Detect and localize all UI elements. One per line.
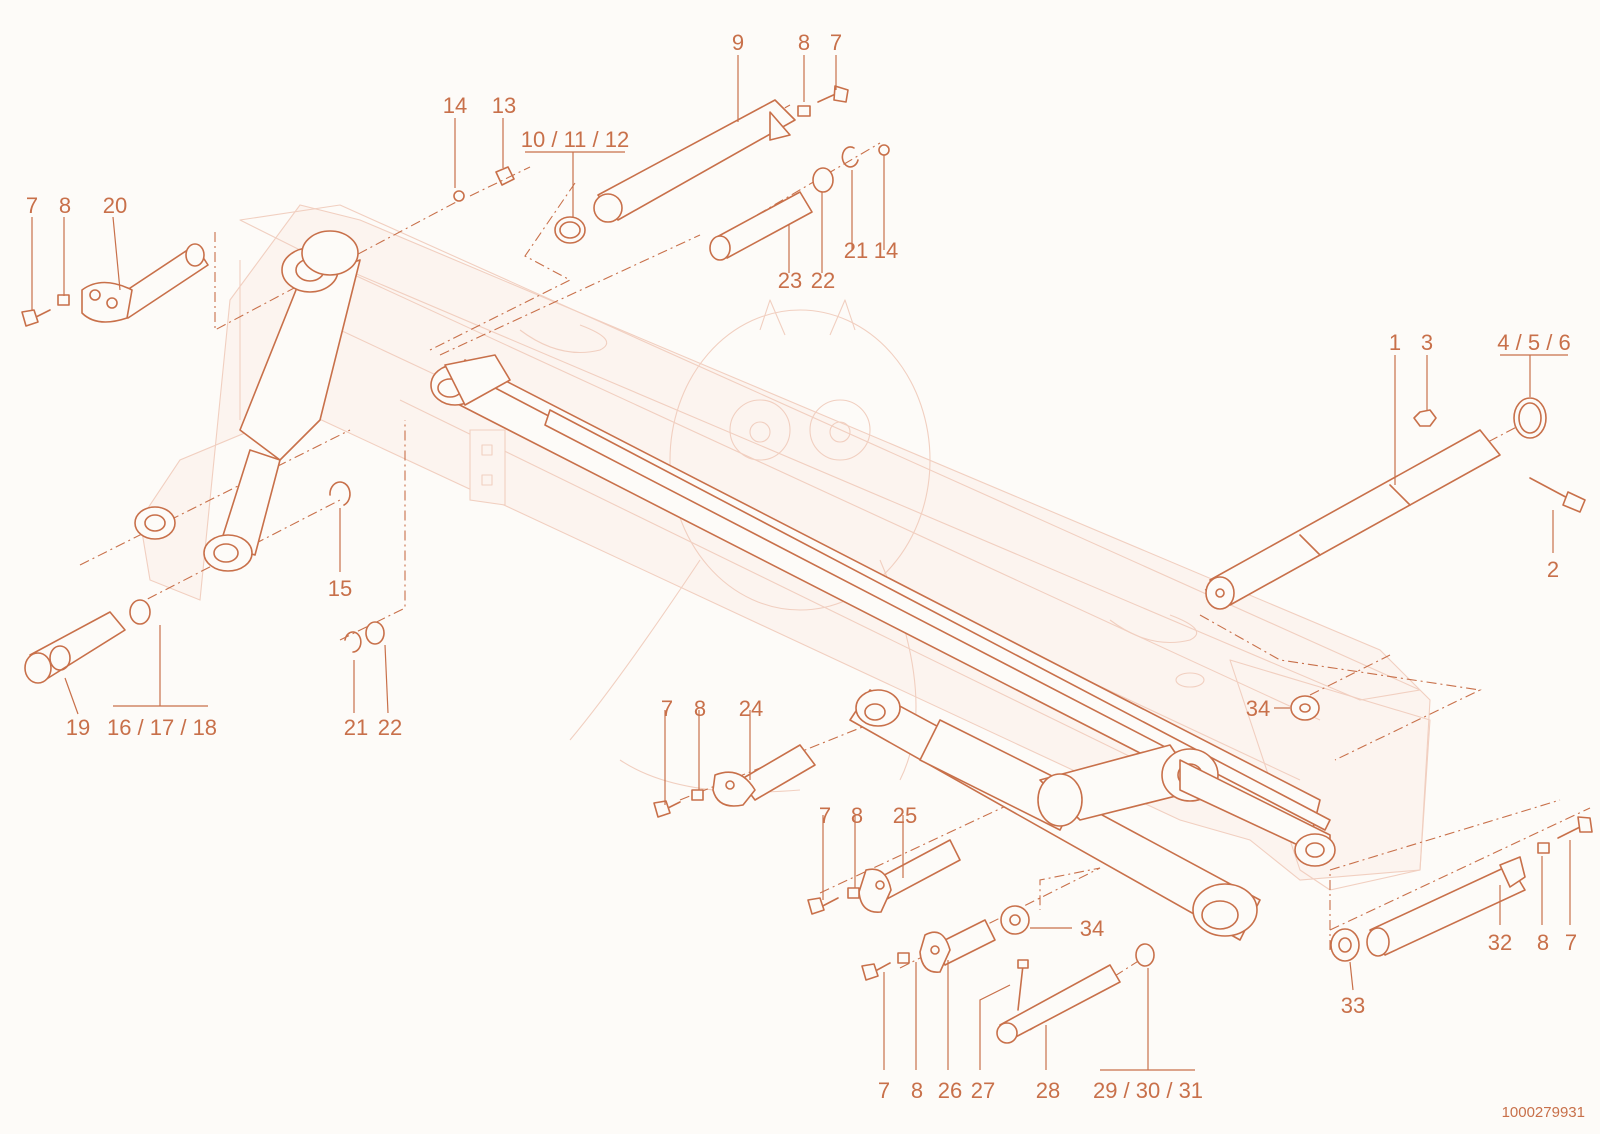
label-14-right: 14 [874, 238, 898, 263]
bolt-2 [1529, 477, 1586, 513]
label-19: 19 [66, 715, 90, 740]
label-10-11-12: 10 / 11 / 12 [521, 127, 629, 152]
label-7-bottom: 7 [878, 1078, 890, 1103]
pin-25 [807, 839, 961, 915]
pin-26 [861, 919, 996, 981]
pin-28 [996, 964, 1121, 1044]
callout-labels: 1 2 3 4 / 5 / 6 7 8 9 10 / 11 / 12 13 14… [26, 30, 1577, 1103]
label-33: 33 [1341, 993, 1365, 1018]
spacer-23 [709, 191, 813, 261]
label-27: 27 [971, 1078, 995, 1103]
upper-link-arm [134, 230, 361, 572]
label-34-lower: 34 [1080, 916, 1104, 941]
document-number: 1000279931 [1502, 1104, 1585, 1121]
label-8-left: 8 [59, 193, 71, 218]
label-3: 3 [1421, 330, 1433, 355]
label-29-30-31: 29 / 30 / 31 [1093, 1078, 1203, 1103]
label-8-bottom: 8 [911, 1078, 923, 1103]
label-7-mid: 7 [661, 696, 673, 721]
pin-20 [21, 243, 209, 327]
label-22-top: 22 [811, 268, 835, 293]
label-24: 24 [739, 696, 763, 721]
rings-21-22-top [812, 146, 859, 193]
pin-24 [653, 744, 816, 818]
label-1: 1 [1389, 330, 1401, 355]
label-15: 15 [328, 576, 352, 601]
pin-1 [1205, 429, 1501, 610]
label-7-right: 7 [1565, 930, 1577, 955]
main-boom-tube [430, 354, 1331, 841]
bolt-7-8-top [797, 85, 849, 117]
pin-32 [1366, 816, 1593, 957]
leader-lines [31, 55, 1571, 1071]
label-34-upper: 34 [1246, 696, 1270, 721]
ring-29-30-31 [1135, 943, 1155, 967]
tilt-bracket [1037, 744, 1336, 867]
label-7-top: 7 [830, 30, 842, 55]
label-4-5-6: 4 / 5 / 6 [1497, 330, 1570, 355]
label-14-top: 14 [443, 93, 467, 118]
pin-19 [24, 599, 151, 684]
label-9: 9 [732, 30, 744, 55]
label-2: 2 [1547, 557, 1559, 582]
rings-21-22-left [344, 621, 385, 653]
clip-13 [495, 166, 515, 186]
ring-10-11-12 [554, 216, 586, 244]
label-22-left: 22 [378, 715, 402, 740]
label-8-top: 8 [798, 30, 810, 55]
label-32: 32 [1488, 930, 1512, 955]
label-16-17-18: 16 / 17 / 18 [107, 715, 217, 740]
label-8-center: 8 [851, 803, 863, 828]
label-25: 25 [893, 803, 917, 828]
pin-9 [593, 99, 796, 223]
label-26: 26 [938, 1078, 962, 1103]
label-13: 13 [492, 93, 516, 118]
grease-nipples-14 [453, 144, 890, 202]
bolt-27 [1017, 959, 1029, 1011]
label-7-left: 7 [26, 193, 38, 218]
washers-34 [1000, 695, 1320, 935]
label-20: 20 [103, 193, 127, 218]
label-7-center: 7 [819, 803, 831, 828]
washer-33 [1330, 928, 1360, 962]
label-21-top: 21 [844, 238, 868, 263]
label-28: 28 [1036, 1078, 1060, 1103]
label-21-left: 21 [344, 715, 368, 740]
label-8-right: 8 [1537, 930, 1549, 955]
label-23: 23 [778, 268, 802, 293]
nut-3 [1413, 409, 1437, 427]
ring-15 [329, 481, 351, 506]
ring-4-5-6 [1513, 397, 1547, 439]
label-8-mid: 8 [694, 696, 706, 721]
